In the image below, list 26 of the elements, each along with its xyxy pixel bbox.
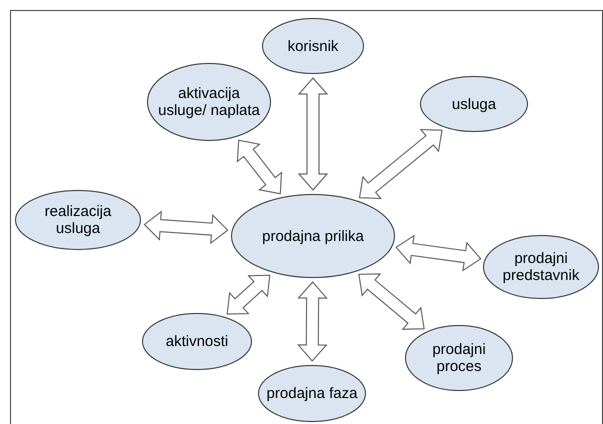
ellipse-node — [262, 18, 364, 74]
block-arrow — [144, 210, 228, 244]
ellipse-node — [142, 313, 252, 370]
node-label: prodajna faza — [266, 385, 358, 402]
node-label: realizacija usluga — [44, 203, 112, 237]
ellipse-node — [147, 63, 271, 141]
node-label: prodajni proces — [431, 341, 487, 375]
ellipse-node — [15, 190, 141, 250]
block-arrow — [226, 274, 270, 315]
node-label: prodajna prilika — [261, 228, 365, 244]
ellipse-node — [405, 325, 513, 391]
ellipse-node — [231, 194, 395, 278]
node-label: korisnik — [286, 38, 340, 54]
node-label: aktivacija usluge/ naplata — [157, 85, 261, 119]
node-label: prodajni predstavnik — [502, 250, 580, 284]
block-arrow — [298, 77, 328, 191]
ellipse-node — [420, 76, 528, 132]
block-arrow — [358, 128, 443, 200]
block-arrow — [236, 140, 282, 194]
ellipse-node — [483, 235, 599, 299]
node-label: usluga — [450, 96, 498, 112]
block-arrow — [297, 281, 328, 362]
node-label: aktivnosti — [164, 333, 230, 350]
block-arrow — [395, 234, 482, 272]
ellipse-node — [258, 365, 366, 422]
block-arrow — [358, 273, 425, 330]
